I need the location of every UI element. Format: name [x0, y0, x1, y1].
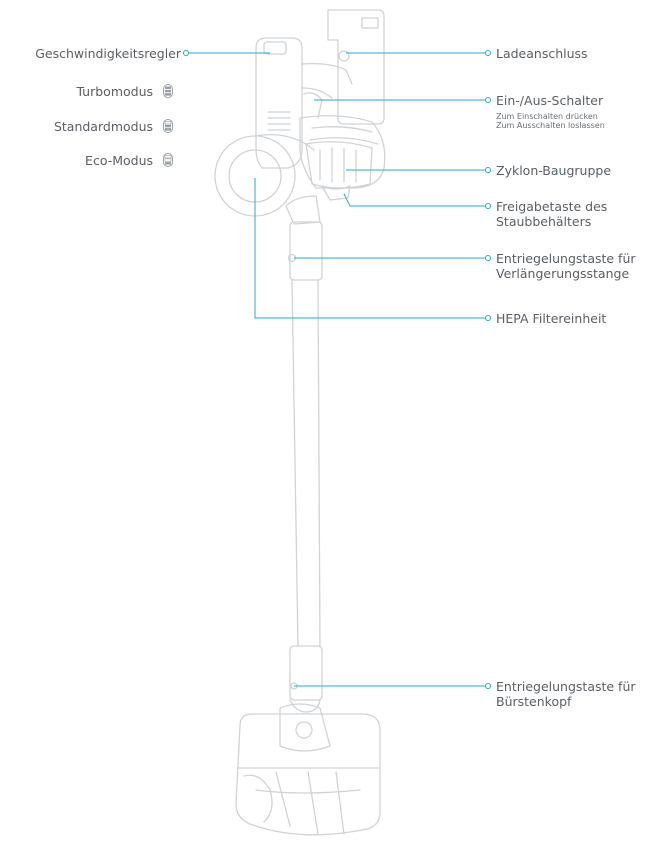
- label-speed-controller: Geschwindigkeitsregler: [35, 46, 181, 61]
- handle: [255, 37, 303, 169]
- label-dust-release: Freigabetaste des Staubbehälters: [496, 199, 607, 229]
- brush-head: [235, 713, 381, 836]
- label-standard: Standardmodus: [54, 119, 173, 134]
- motor-body: [299, 115, 386, 189]
- label-brush-release: Entriegelungstaste für Bürstenkopf: [496, 679, 636, 709]
- standard-mode-icon: [163, 119, 173, 133]
- label-turbo: Turbomodus: [76, 84, 173, 99]
- label-cyclone: Zyklon-Baugruppe: [496, 163, 612, 178]
- rod-release-line-1: Entriegelungstaste für: [496, 251, 636, 266]
- label-charging-port: Ladeanschluss: [496, 46, 588, 61]
- rod-connector: [285, 195, 321, 225]
- power-switch: [303, 92, 323, 119]
- callout-dustbin: [343, 193, 488, 207]
- cyclone-assembly: [305, 141, 373, 189]
- extension-rod: [291, 279, 321, 647]
- turbo-mode-icon: [163, 84, 173, 98]
- dust-release-line-1: Freigabetaste des: [496, 199, 608, 214]
- wall-mount: [327, 9, 385, 125]
- power-switch-title: Ein-/Aus-Schalter: [496, 93, 604, 108]
- dust-bin-release: [321, 185, 351, 201]
- speed-controller-knob: [263, 41, 287, 55]
- dust-release-line-2: Staubbehälters: [496, 214, 592, 229]
- label-eco: Eco-Modus: [85, 153, 173, 168]
- callout-hepa: [254, 178, 488, 319]
- label-hepa: HEPA Filtereinheit: [496, 311, 607, 326]
- rod-release-line-2: Verlängerungsstange: [496, 266, 630, 281]
- label-rod-release: Entriegelungstaste für Verlängerungsstan…: [496, 251, 636, 281]
- power-switch-note-off: Zum Ausschalten loslassen: [496, 121, 605, 130]
- label-power-switch: Ein-/Aus-Schalter Zum Einschalten drücke…: [496, 93, 605, 130]
- brush-release-line-2: Bürstenkopf: [496, 694, 572, 709]
- eco-mode-icon: [163, 153, 173, 167]
- power-switch-note-on: Zum Einschalten drücken: [496, 112, 598, 121]
- brush-release-line-1: Entriegelungstaste für: [496, 679, 636, 694]
